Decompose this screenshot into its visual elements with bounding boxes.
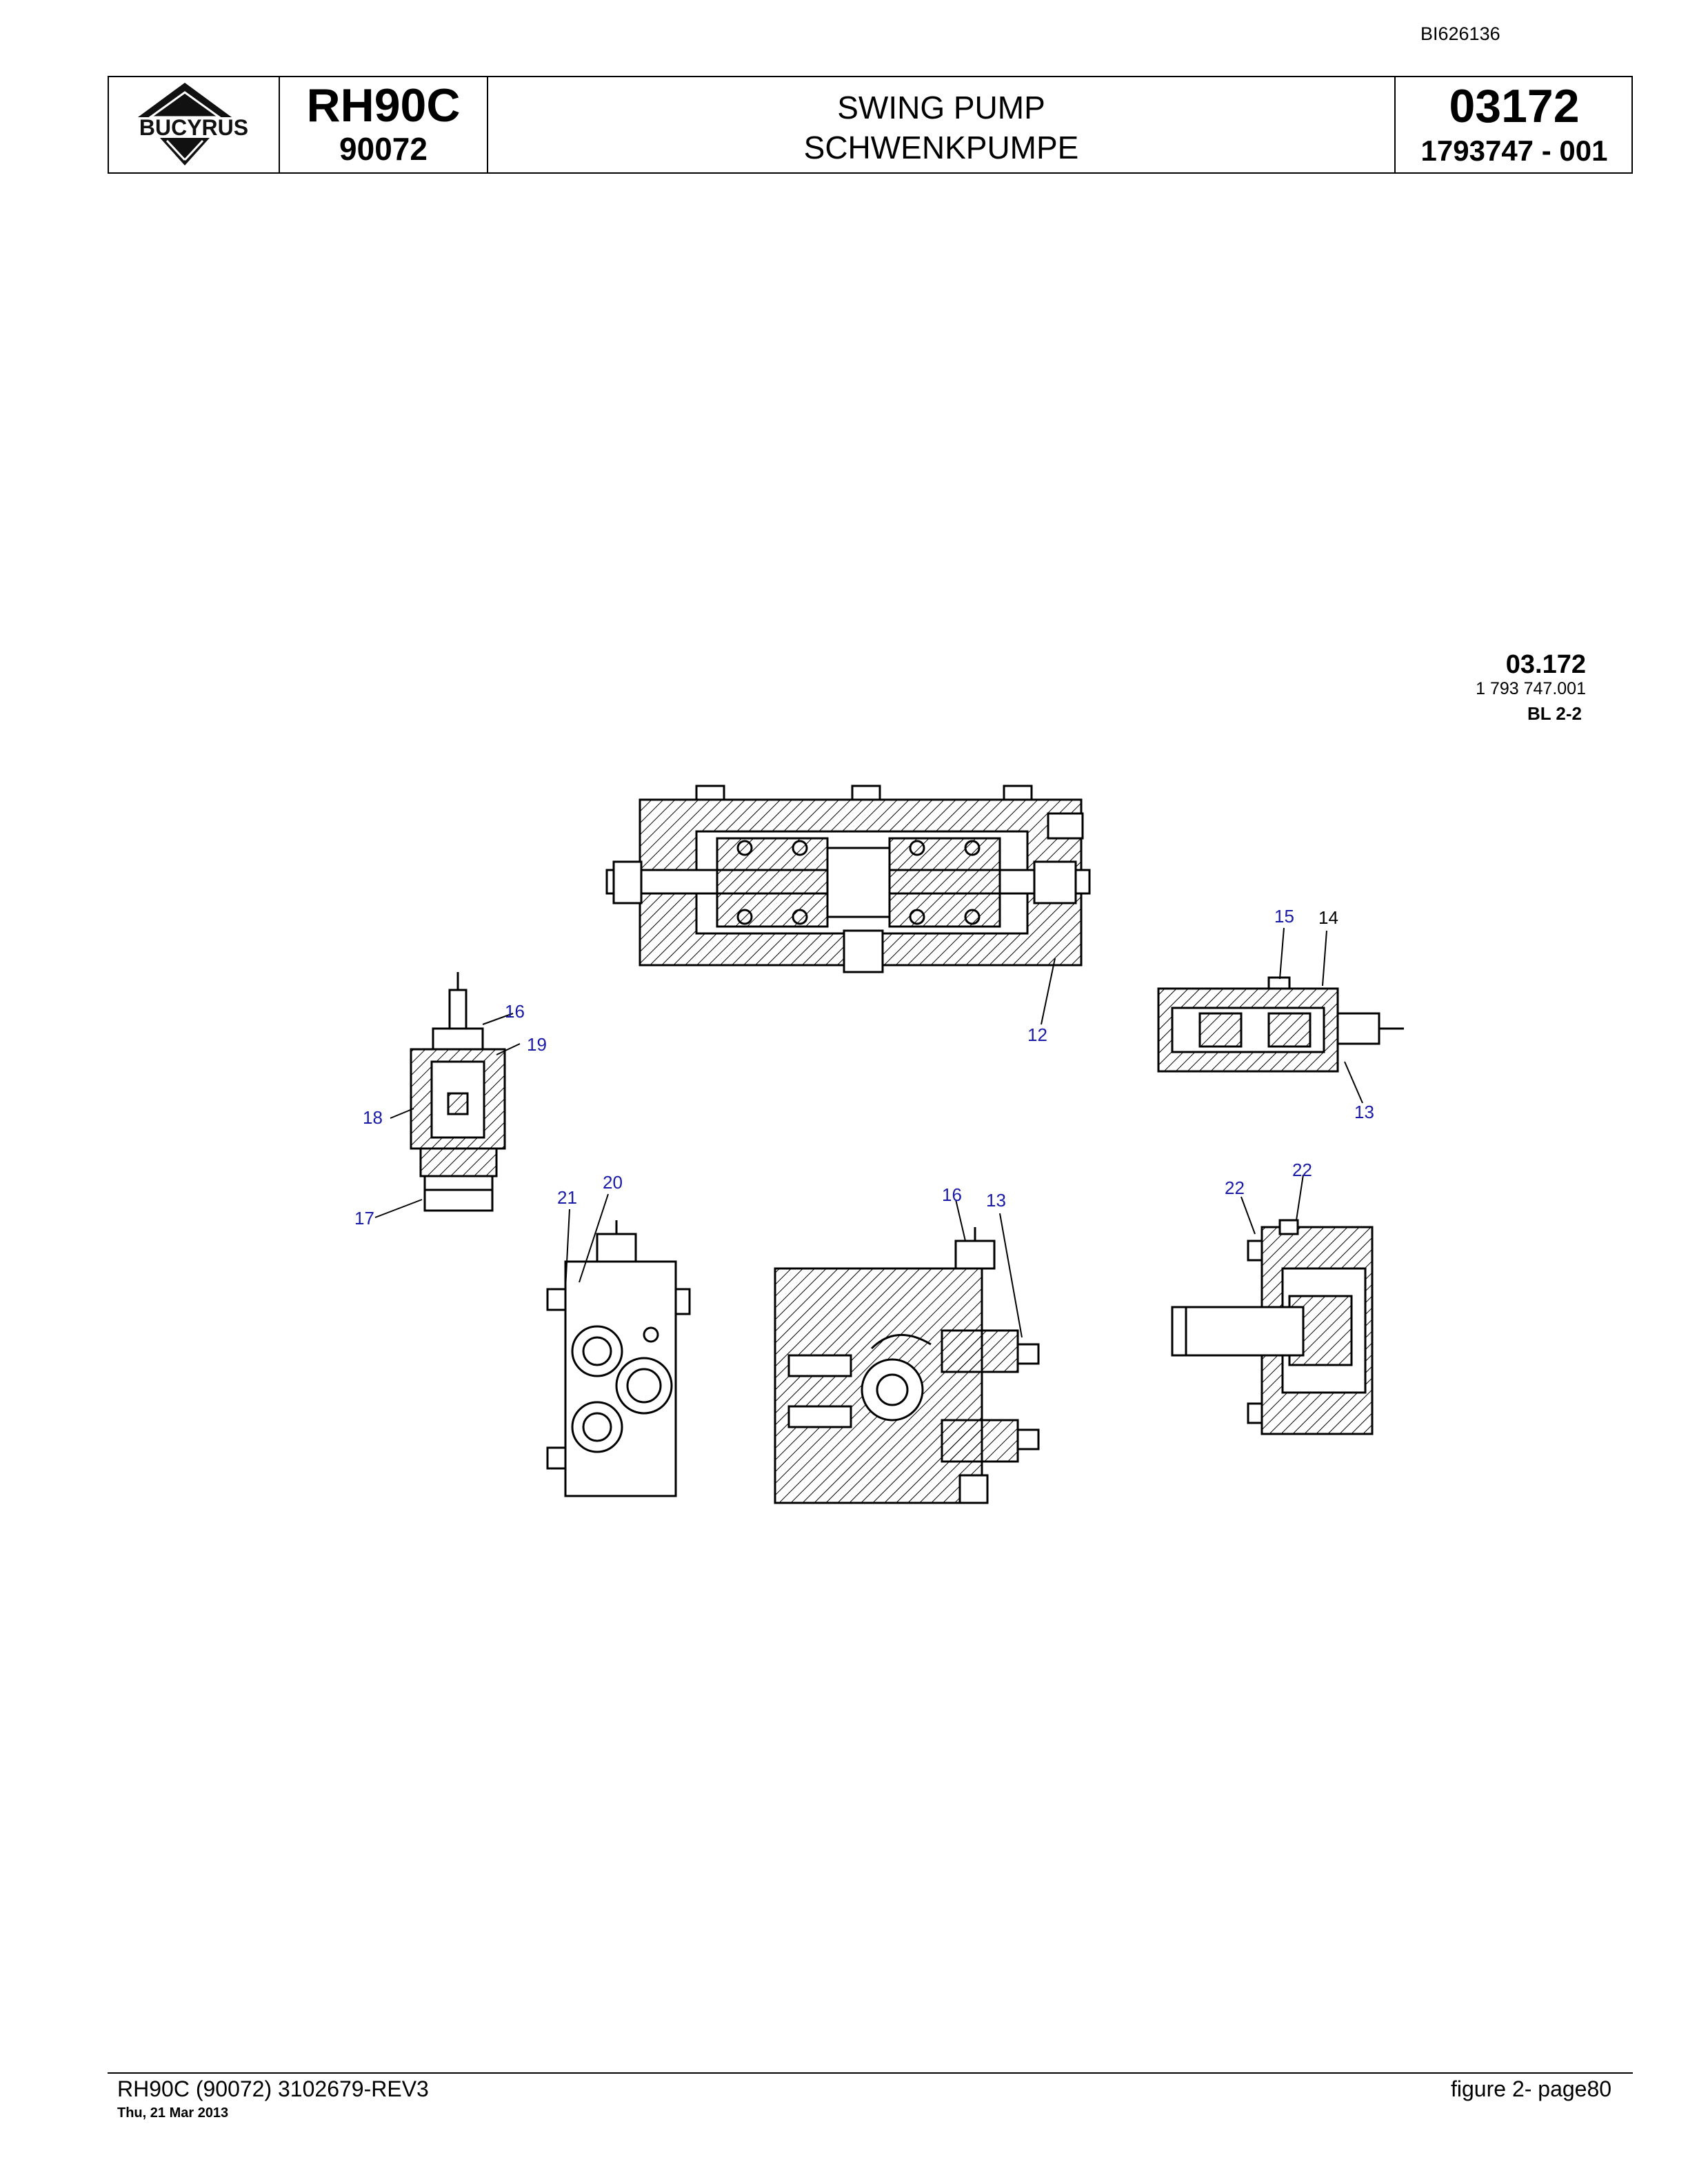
brand-logo-cell: BUCYRUS [109,77,280,172]
callout-21: 21 [557,1187,577,1208]
footer-rule [108,2072,1633,2074]
model-name: RH90C [306,79,461,132]
document-id: BI626136 [1420,23,1500,44]
title-english: SWING PUMP [837,90,1045,125]
callout-14: 14 [1318,907,1338,928]
brand-text: BUCYRUS [139,115,248,140]
callout-13b: 13 [986,1190,1006,1211]
footer-page: figure 2- page80 [1451,2076,1612,2101]
callout-20: 20 [603,1172,623,1193]
callout-12: 12 [1027,1024,1047,1045]
footer-document-ref: RH90C (90072) 3102679-REV3 [117,2076,429,2101]
section-number: 03172 [1449,80,1580,132]
stamp-sheet: BL 2-2 [1527,703,1582,724]
stamp-code: 03.172 [1505,650,1586,679]
cartridge-valve-right [1157,976,1404,1073]
callout-22b: 22 [1225,1177,1245,1198]
callout-13: 13 [1354,1102,1374,1122]
shaft-flange-section [1171,1219,1374,1435]
footer-date: Thu, 21 Mar 2013 [117,2105,229,2121]
title-cell: SWING PUMP SCHWENKPUMPE [488,77,1396,172]
title-block: BUCYRUS RH90C 90072 SWING PUMP SCHWENKPU… [108,76,1633,174]
part-number: 1793747 - 001 [1420,134,1608,167]
stamp-number: 1 793 747.001 [1476,679,1586,698]
serial-number: 90072 [339,131,428,167]
relief-valve-left [410,972,506,1212]
callout-15: 15 [1274,906,1294,927]
leader-lines [374,927,1363,1338]
valve-block-section [774,1227,1040,1504]
callout-16: 16 [505,1001,525,1022]
model-cell: RH90C 90072 [280,77,488,172]
part-cell: 03172 1793747 - 001 [1396,77,1633,172]
pump-housing-section [605,785,1091,973]
drawing-stamp: 03.172 1 793 747.001 BL 2-2 [1448,651,1586,728]
callout-22: 22 [1292,1160,1312,1180]
callout-18: 18 [363,1107,383,1128]
callout-19: 19 [527,1034,547,1055]
callout-17: 17 [354,1208,374,1228]
callout-16b: 16 [942,1184,962,1205]
valve-block-front [546,1220,691,1497]
title-german: SCHWENKPUMPE [803,130,1079,165]
bucyrus-logo: BUCYRUS [120,83,268,165]
